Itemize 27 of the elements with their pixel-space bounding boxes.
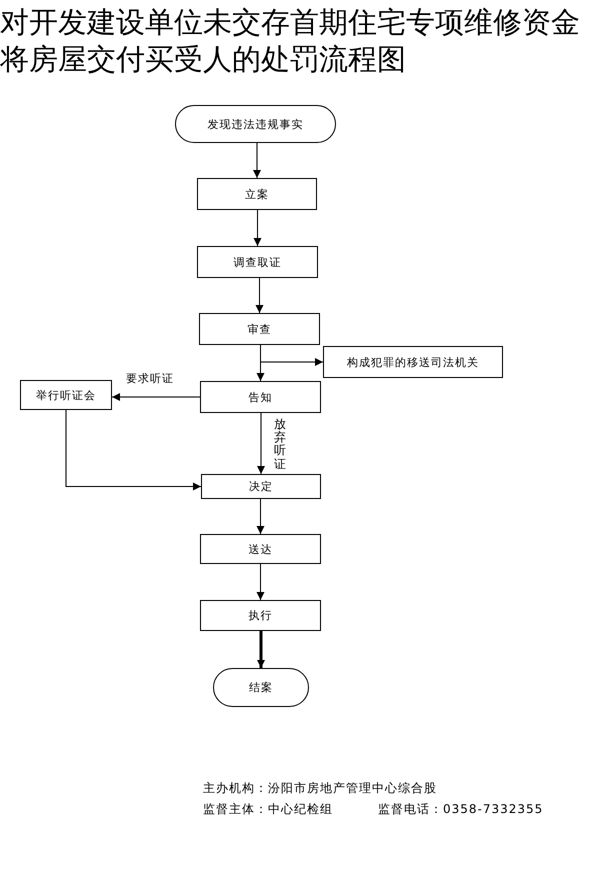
arrow <box>112 393 200 401</box>
arrow <box>257 412 265 474</box>
footer-note: 监督主体：中心纪检组 <box>203 801 333 818</box>
arrow <box>260 344 324 366</box>
footer-note: 监督电话：0358-7332355 <box>378 801 544 818</box>
arrow <box>66 410 202 490</box>
diagram-title: 对开发建设单位未交存首期住宅专项维修资金将房屋交付买受人的处罚流程图 <box>0 4 581 78</box>
process-box: 执行 <box>200 600 321 631</box>
edge-label: 放弃听证 <box>274 418 286 471</box>
terminal-box: 结案 <box>213 668 309 707</box>
footer-note: 主办机构：汾阳市房地产管理中心综合股 <box>203 780 437 797</box>
process-box: 举行听证会 <box>20 380 112 410</box>
process-box: 告知 <box>200 381 321 413</box>
arrow <box>254 210 262 246</box>
process-box: 调查取证 <box>197 246 318 278</box>
process-box: 决定 <box>201 474 321 499</box>
arrow <box>257 631 265 668</box>
arrow <box>256 498 264 534</box>
process-box: 送达 <box>200 534 321 564</box>
process-box: 审查 <box>199 313 320 345</box>
edge-label: 要求听证 <box>126 371 174 386</box>
process-box: 构成犯罪的移送司法机关 <box>323 346 503 378</box>
terminal-box: 发现违法违规事实 <box>175 105 336 143</box>
process-box: 立案 <box>197 178 317 210</box>
arrow <box>256 278 264 314</box>
arrow <box>253 142 261 178</box>
arrow <box>256 564 264 600</box>
